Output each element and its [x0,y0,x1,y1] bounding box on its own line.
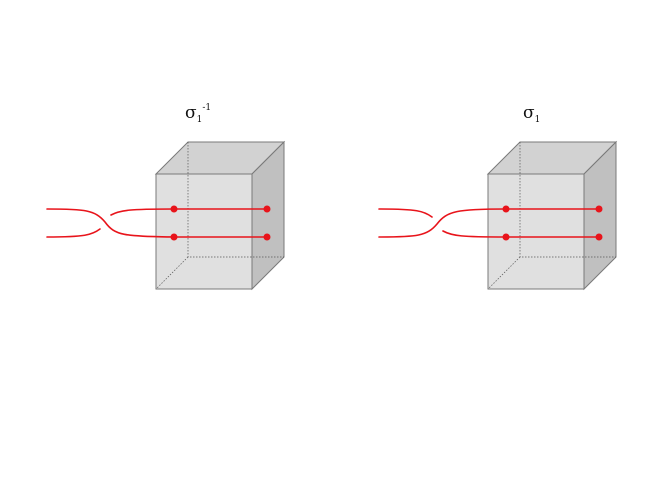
cube-front-face [155,173,253,290]
cube [154,140,286,291]
label-base: σ [185,103,197,123]
label-base: σ [523,103,535,123]
strand-endpoint [502,233,510,241]
strand-under-left [46,228,101,238]
braid-strands [378,205,603,241]
cube-front-face [487,173,585,290]
strand-endpoint [170,233,178,241]
label-subscript: 1 [535,115,541,125]
strand-endpoint [595,233,603,241]
label-superscript: -1 [202,103,211,113]
strand-over [46,208,268,238]
strand-endpoint [263,233,271,241]
strand-endpoint [263,205,271,213]
panel-label: σ1 [523,103,540,125]
panel-sigma-1: σ1 [378,103,618,291]
cube [486,140,618,291]
panel-label: σ1 -1 [185,103,211,125]
strand-endpoint [502,205,510,213]
strand-endpoint [170,205,178,213]
strand-under-left [378,208,433,218]
panel-sigma-1-inverse: σ1 -1 [46,103,286,291]
strand-over [378,208,600,238]
strand-endpoint [595,205,603,213]
braid-strands [46,205,271,241]
label-subscript: 1 [197,115,203,125]
